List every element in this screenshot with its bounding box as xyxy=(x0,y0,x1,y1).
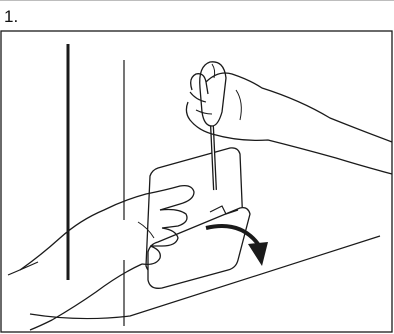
step-number: 1. xyxy=(4,7,18,27)
arrow-head xyxy=(248,242,268,266)
illustration-frame xyxy=(0,30,394,334)
illustration xyxy=(0,30,394,334)
top-divider xyxy=(0,0,394,1)
lower-hand-bottom xyxy=(30,264,142,330)
screwdriver-handle xyxy=(200,62,226,126)
